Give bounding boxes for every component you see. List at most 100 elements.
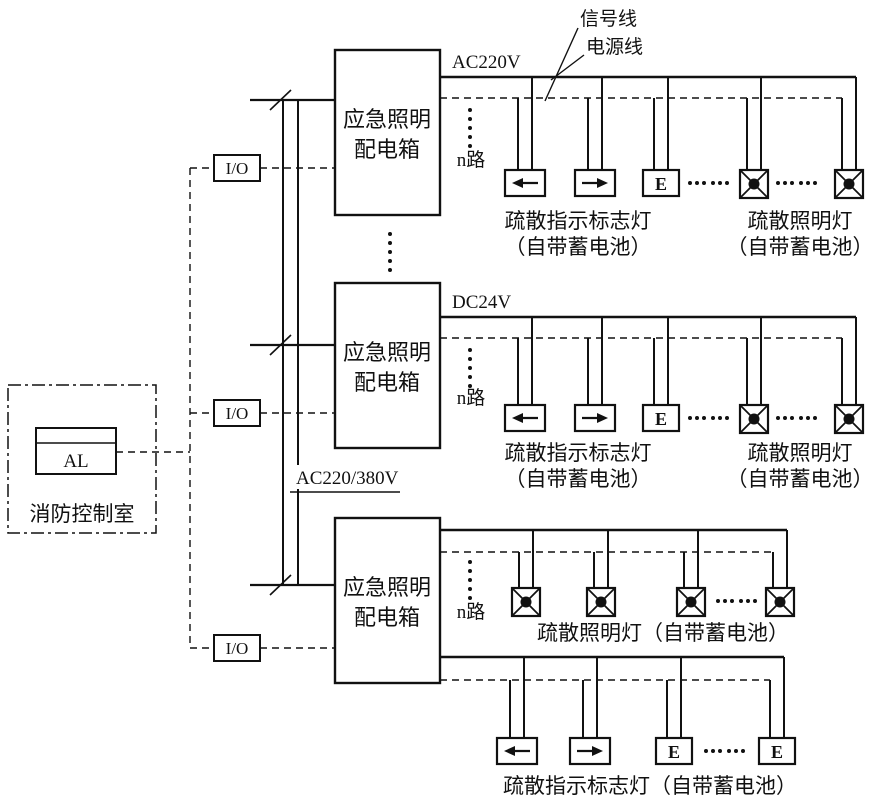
fire-control-room: AL 消防控制室 bbox=[7, 384, 157, 534]
dist-box3-name-line2: 配电箱 bbox=[354, 605, 420, 630]
dot bbox=[468, 108, 472, 112]
dot bbox=[468, 569, 472, 573]
exit-arrow-left-sign bbox=[503, 168, 547, 198]
evac-lamp bbox=[833, 403, 865, 435]
exit-e-box bbox=[641, 168, 681, 198]
dot bbox=[388, 250, 392, 254]
circuit1-drops bbox=[517, 77, 857, 170]
dot bbox=[776, 416, 780, 420]
dot bbox=[730, 599, 734, 603]
exit-arrow-right-sign bbox=[568, 736, 612, 766]
signal-line-label: 信号线 bbox=[580, 8, 637, 30]
circuit2-n-label: n路 bbox=[457, 387, 486, 409]
ellipsis-dots bbox=[716, 599, 757, 603]
exit-e-letter: E bbox=[655, 409, 667, 429]
dot bbox=[711, 181, 715, 185]
control-room-boundary bbox=[7, 384, 157, 534]
row2-indicator-note: （自带蓄电池） bbox=[505, 467, 652, 491]
dot bbox=[725, 181, 729, 185]
signal-trunk bbox=[116, 168, 191, 648]
row1-lighting-note: （自带蓄电池） bbox=[727, 235, 874, 259]
dot bbox=[725, 416, 729, 420]
dot bbox=[723, 599, 727, 603]
dot bbox=[806, 181, 810, 185]
dot bbox=[468, 560, 472, 564]
dot bbox=[688, 181, 692, 185]
exit-e-sign: E bbox=[641, 168, 681, 198]
ellipsis-dots bbox=[704, 749, 745, 753]
circuit2-n-branches: n路 bbox=[457, 348, 486, 409]
evac-lamp bbox=[585, 586, 617, 618]
evac-lamp bbox=[675, 586, 707, 618]
exit-arrow-right-sign bbox=[573, 168, 617, 198]
dot bbox=[711, 749, 715, 753]
dot bbox=[711, 416, 715, 420]
io-module-3: I/O bbox=[190, 634, 335, 662]
dot bbox=[468, 357, 472, 361]
dist-box1-rect bbox=[333, 48, 442, 217]
dot bbox=[727, 749, 731, 753]
exit-e-box bbox=[757, 736, 797, 766]
distribution-box-1: 应急照明 配电箱 bbox=[333, 48, 442, 217]
row2-lighting-note: （自带蓄电池） bbox=[727, 467, 874, 491]
row1-indicator-label: 疏散指示标志灯 bbox=[505, 209, 652, 233]
phase-slash-3 bbox=[269, 574, 292, 596]
evac-lamp bbox=[510, 586, 542, 618]
wire-legend: 信号线 电源线 bbox=[544, 8, 643, 102]
dot bbox=[388, 241, 392, 245]
dot bbox=[468, 126, 472, 130]
dot bbox=[702, 181, 706, 185]
evac-lamp bbox=[738, 168, 770, 200]
dot bbox=[688, 416, 692, 420]
riser-label-bg bbox=[292, 465, 404, 489]
exit-e-letter: E bbox=[771, 742, 783, 762]
dot bbox=[468, 348, 472, 352]
dist-box2-name-line1: 应急照明 bbox=[343, 340, 431, 365]
dot bbox=[790, 181, 794, 185]
exit-e-letter: E bbox=[655, 174, 667, 194]
power-riser: AC220/380V bbox=[250, 89, 404, 596]
circuit3-n-branches: n路 bbox=[457, 560, 485, 623]
ellipsis-dots bbox=[776, 416, 817, 420]
dot bbox=[783, 181, 787, 185]
evac-lamp bbox=[764, 586, 796, 618]
row1-lighting-label: 疏散照明灯 bbox=[748, 209, 853, 233]
dist-box2-rect bbox=[333, 281, 442, 450]
circuit-1: AC220V n路 E bbox=[440, 52, 874, 259]
circuit-2: DC24V n路 E bbox=[440, 292, 874, 491]
phase-slash-2 bbox=[269, 334, 292, 356]
dot bbox=[468, 366, 472, 370]
exit-arrow-right-sign bbox=[573, 403, 617, 433]
evac-lamp bbox=[833, 168, 865, 200]
control-room-label: 消防控制室 bbox=[30, 502, 135, 526]
dot bbox=[806, 416, 810, 420]
circuit1-voltage-label: AC220V bbox=[452, 52, 521, 73]
phase-slash-1 bbox=[269, 89, 292, 111]
io2-box bbox=[213, 399, 261, 427]
io1-box bbox=[213, 154, 261, 182]
exit-e-sign: E bbox=[757, 736, 797, 766]
dot bbox=[741, 749, 745, 753]
circuit1-n-label: n路 bbox=[457, 149, 486, 171]
row1-indicator-note: （自带蓄电池） bbox=[505, 235, 652, 259]
signal-leader-line bbox=[544, 27, 579, 102]
circuit1-n-branches: n路 bbox=[457, 108, 486, 171]
exit-arrow-left-sign bbox=[503, 403, 547, 433]
io1-label: I/O bbox=[226, 159, 249, 178]
dot bbox=[702, 416, 706, 420]
circuit3-lamp-drops bbox=[518, 530, 788, 588]
continuation-dots-vertical bbox=[388, 232, 392, 272]
dot bbox=[388, 268, 392, 272]
dot bbox=[388, 232, 392, 236]
dot bbox=[799, 181, 803, 185]
row2-indicator-label: 疏散指示标志灯 bbox=[505, 441, 652, 465]
distribution-box-3: 应急照明 配电箱 bbox=[333, 516, 442, 685]
power-line-label: 电源线 bbox=[586, 36, 643, 58]
al-panel-symbol bbox=[35, 427, 117, 475]
dot bbox=[734, 749, 738, 753]
ellipsis-dots bbox=[776, 181, 817, 185]
dot bbox=[716, 599, 720, 603]
riser-voltage-label: AC220/380V bbox=[296, 468, 399, 489]
io3-label: I/O bbox=[226, 639, 249, 658]
